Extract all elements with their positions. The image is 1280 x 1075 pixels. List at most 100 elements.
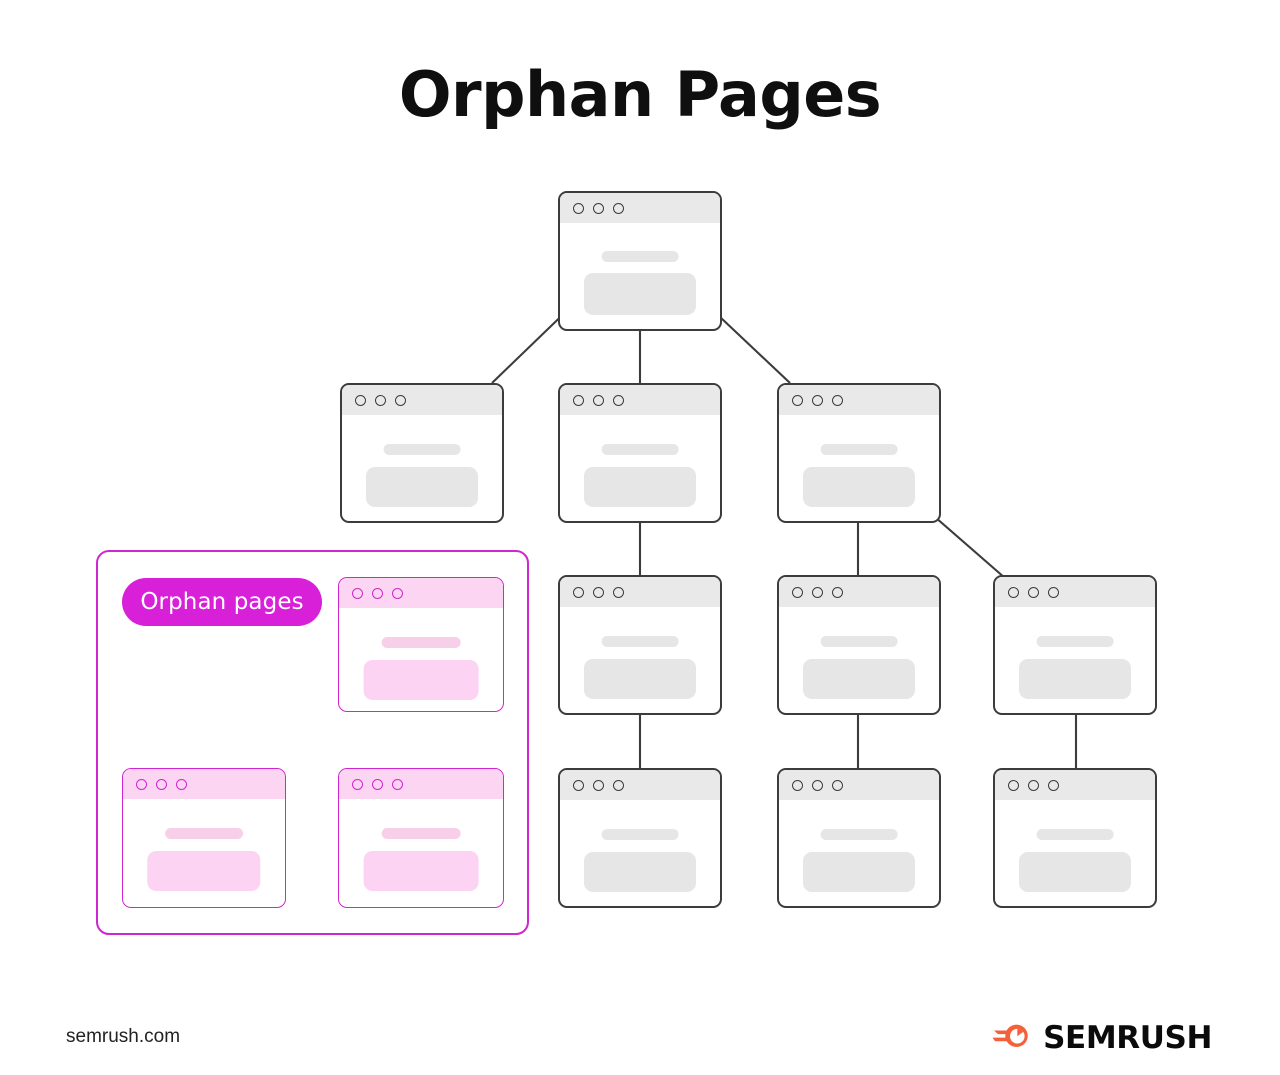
window-dot-icon <box>832 779 843 791</box>
window-dot-icon <box>792 779 803 791</box>
semrush-comet-logo-icon <box>992 1021 1032 1056</box>
window-dot-icon <box>372 778 383 790</box>
card-content-placeholder <box>584 467 696 507</box>
semrush-brand: SEMRUSH <box>992 1020 1212 1056</box>
card-content-placeholder <box>366 467 478 507</box>
card-content-placeholder <box>803 659 915 699</box>
card-titlebar <box>779 770 939 800</box>
card-body <box>995 800 1155 906</box>
window-dot-icon <box>573 202 584 214</box>
window-dot-icon <box>352 587 363 599</box>
window-dot-icon <box>613 394 624 406</box>
card-body <box>779 800 939 906</box>
node-card-category-1[interactable] <box>340 383 504 523</box>
card-titlebar <box>123 769 285 799</box>
window-dot-icon <box>395 394 406 406</box>
card-heading-placeholder <box>1036 829 1114 840</box>
card-heading-placeholder <box>601 636 679 647</box>
card-heading-placeholder <box>1036 636 1114 647</box>
card-titlebar <box>995 770 1155 800</box>
window-dot-icon <box>372 587 383 599</box>
window-dot-icon <box>593 394 604 406</box>
card-titlebar <box>779 385 939 415</box>
card-heading-placeholder <box>820 829 898 840</box>
card-titlebar <box>339 769 503 799</box>
node-card-page-2a[interactable] <box>558 575 722 715</box>
window-dot-icon <box>792 394 803 406</box>
card-body <box>339 608 503 711</box>
card-titlebar <box>560 193 720 223</box>
orphan-pages-badge: Orphan pages <box>122 578 322 626</box>
window-dot-icon <box>812 586 823 598</box>
window-dot-icon <box>593 202 604 214</box>
window-dot-icon <box>832 586 843 598</box>
orphan-card-1[interactable] <box>338 577 504 712</box>
card-heading-placeholder <box>165 828 243 839</box>
window-dot-icon <box>176 778 187 790</box>
card-content-placeholder <box>584 852 696 892</box>
window-dot-icon <box>573 586 584 598</box>
window-dot-icon <box>812 394 823 406</box>
window-dot-icon <box>136 778 147 790</box>
card-heading-placeholder <box>820 636 898 647</box>
window-dot-icon <box>812 779 823 791</box>
node-card-page-2b[interactable] <box>558 768 722 908</box>
node-card-page-3b[interactable] <box>993 575 1157 715</box>
window-dot-icon <box>1008 586 1019 598</box>
card-heading-placeholder <box>820 444 898 455</box>
card-heading-placeholder <box>383 444 461 455</box>
window-dot-icon <box>392 778 403 790</box>
footer-url: semrush.com <box>66 1026 181 1047</box>
node-card-page-3a[interactable] <box>777 575 941 715</box>
card-body <box>560 800 720 906</box>
node-card-home[interactable] <box>558 191 722 331</box>
window-dot-icon <box>1028 779 1039 791</box>
window-dot-icon <box>352 778 363 790</box>
card-titlebar <box>995 577 1155 607</box>
window-dot-icon <box>392 587 403 599</box>
card-content-placeholder <box>803 852 915 892</box>
card-heading-placeholder <box>381 828 461 839</box>
orphan-card-2[interactable] <box>122 768 286 908</box>
card-content-placeholder <box>1019 852 1131 892</box>
card-body <box>779 607 939 713</box>
card-titlebar <box>560 770 720 800</box>
window-dot-icon <box>156 778 167 790</box>
orphan-card-3[interactable] <box>338 768 504 908</box>
card-content-placeholder <box>1019 659 1131 699</box>
card-heading-placeholder <box>381 637 461 648</box>
card-body <box>560 607 720 713</box>
card-titlebar <box>342 385 502 415</box>
card-body <box>339 799 503 907</box>
card-titlebar <box>560 577 720 607</box>
node-card-page-3c[interactable] <box>777 768 941 908</box>
card-content-placeholder <box>363 660 479 700</box>
page-title: Orphan Pages <box>398 58 882 131</box>
node-card-page-3d[interactable] <box>993 768 1157 908</box>
card-body <box>560 415 720 521</box>
card-heading-placeholder <box>601 444 679 455</box>
window-dot-icon <box>1048 779 1059 791</box>
window-dot-icon <box>792 586 803 598</box>
node-card-category-2[interactable] <box>558 383 722 523</box>
card-heading-placeholder <box>601 829 679 840</box>
card-titlebar <box>339 578 503 608</box>
window-dot-icon <box>1028 586 1039 598</box>
card-content-placeholder <box>147 851 261 891</box>
window-dot-icon <box>573 394 584 406</box>
card-heading-placeholder <box>601 251 679 262</box>
window-dot-icon <box>613 779 624 791</box>
card-body <box>342 415 502 521</box>
card-body <box>123 799 285 907</box>
window-dot-icon <box>573 779 584 791</box>
node-card-category-3[interactable] <box>777 383 941 523</box>
window-dot-icon <box>1008 779 1019 791</box>
window-dot-icon <box>1048 586 1059 598</box>
window-dot-icon <box>613 202 624 214</box>
card-titlebar <box>779 577 939 607</box>
window-dot-icon <box>355 394 366 406</box>
card-body <box>779 415 939 521</box>
card-body <box>995 607 1155 713</box>
card-content-placeholder <box>584 273 696 315</box>
